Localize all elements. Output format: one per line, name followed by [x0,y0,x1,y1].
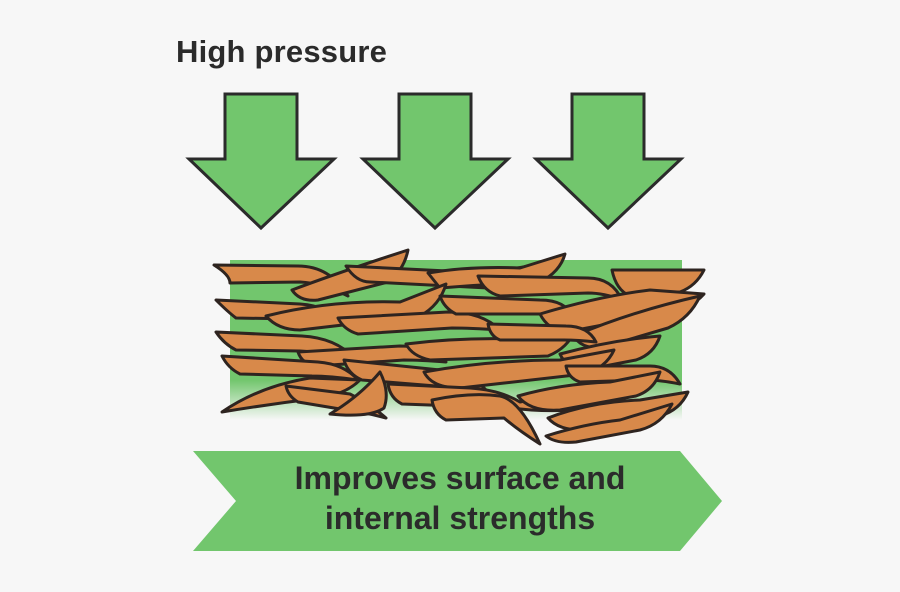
fiber [430,393,542,446]
fiber [264,282,448,332]
fiber [486,322,598,344]
banner-line-1: Improves surface and [294,460,626,496]
diagram-title: High pressure [176,34,388,69]
fiber-mat [212,248,706,446]
fiber [290,248,410,302]
banner-text: Improves surface and internal strengths [230,458,690,538]
down-arrow-icon [359,92,512,231]
banner-line-2: internal strengths [324,500,596,536]
fiber [544,402,674,444]
down-arrow-icon [532,92,685,231]
down-arrow-icon [185,92,338,231]
fiber [328,370,388,417]
benefit-banner [193,451,722,551]
fiber [476,274,624,302]
fiber [516,370,662,412]
fiber [220,354,360,382]
pressure-arrows [185,92,685,231]
